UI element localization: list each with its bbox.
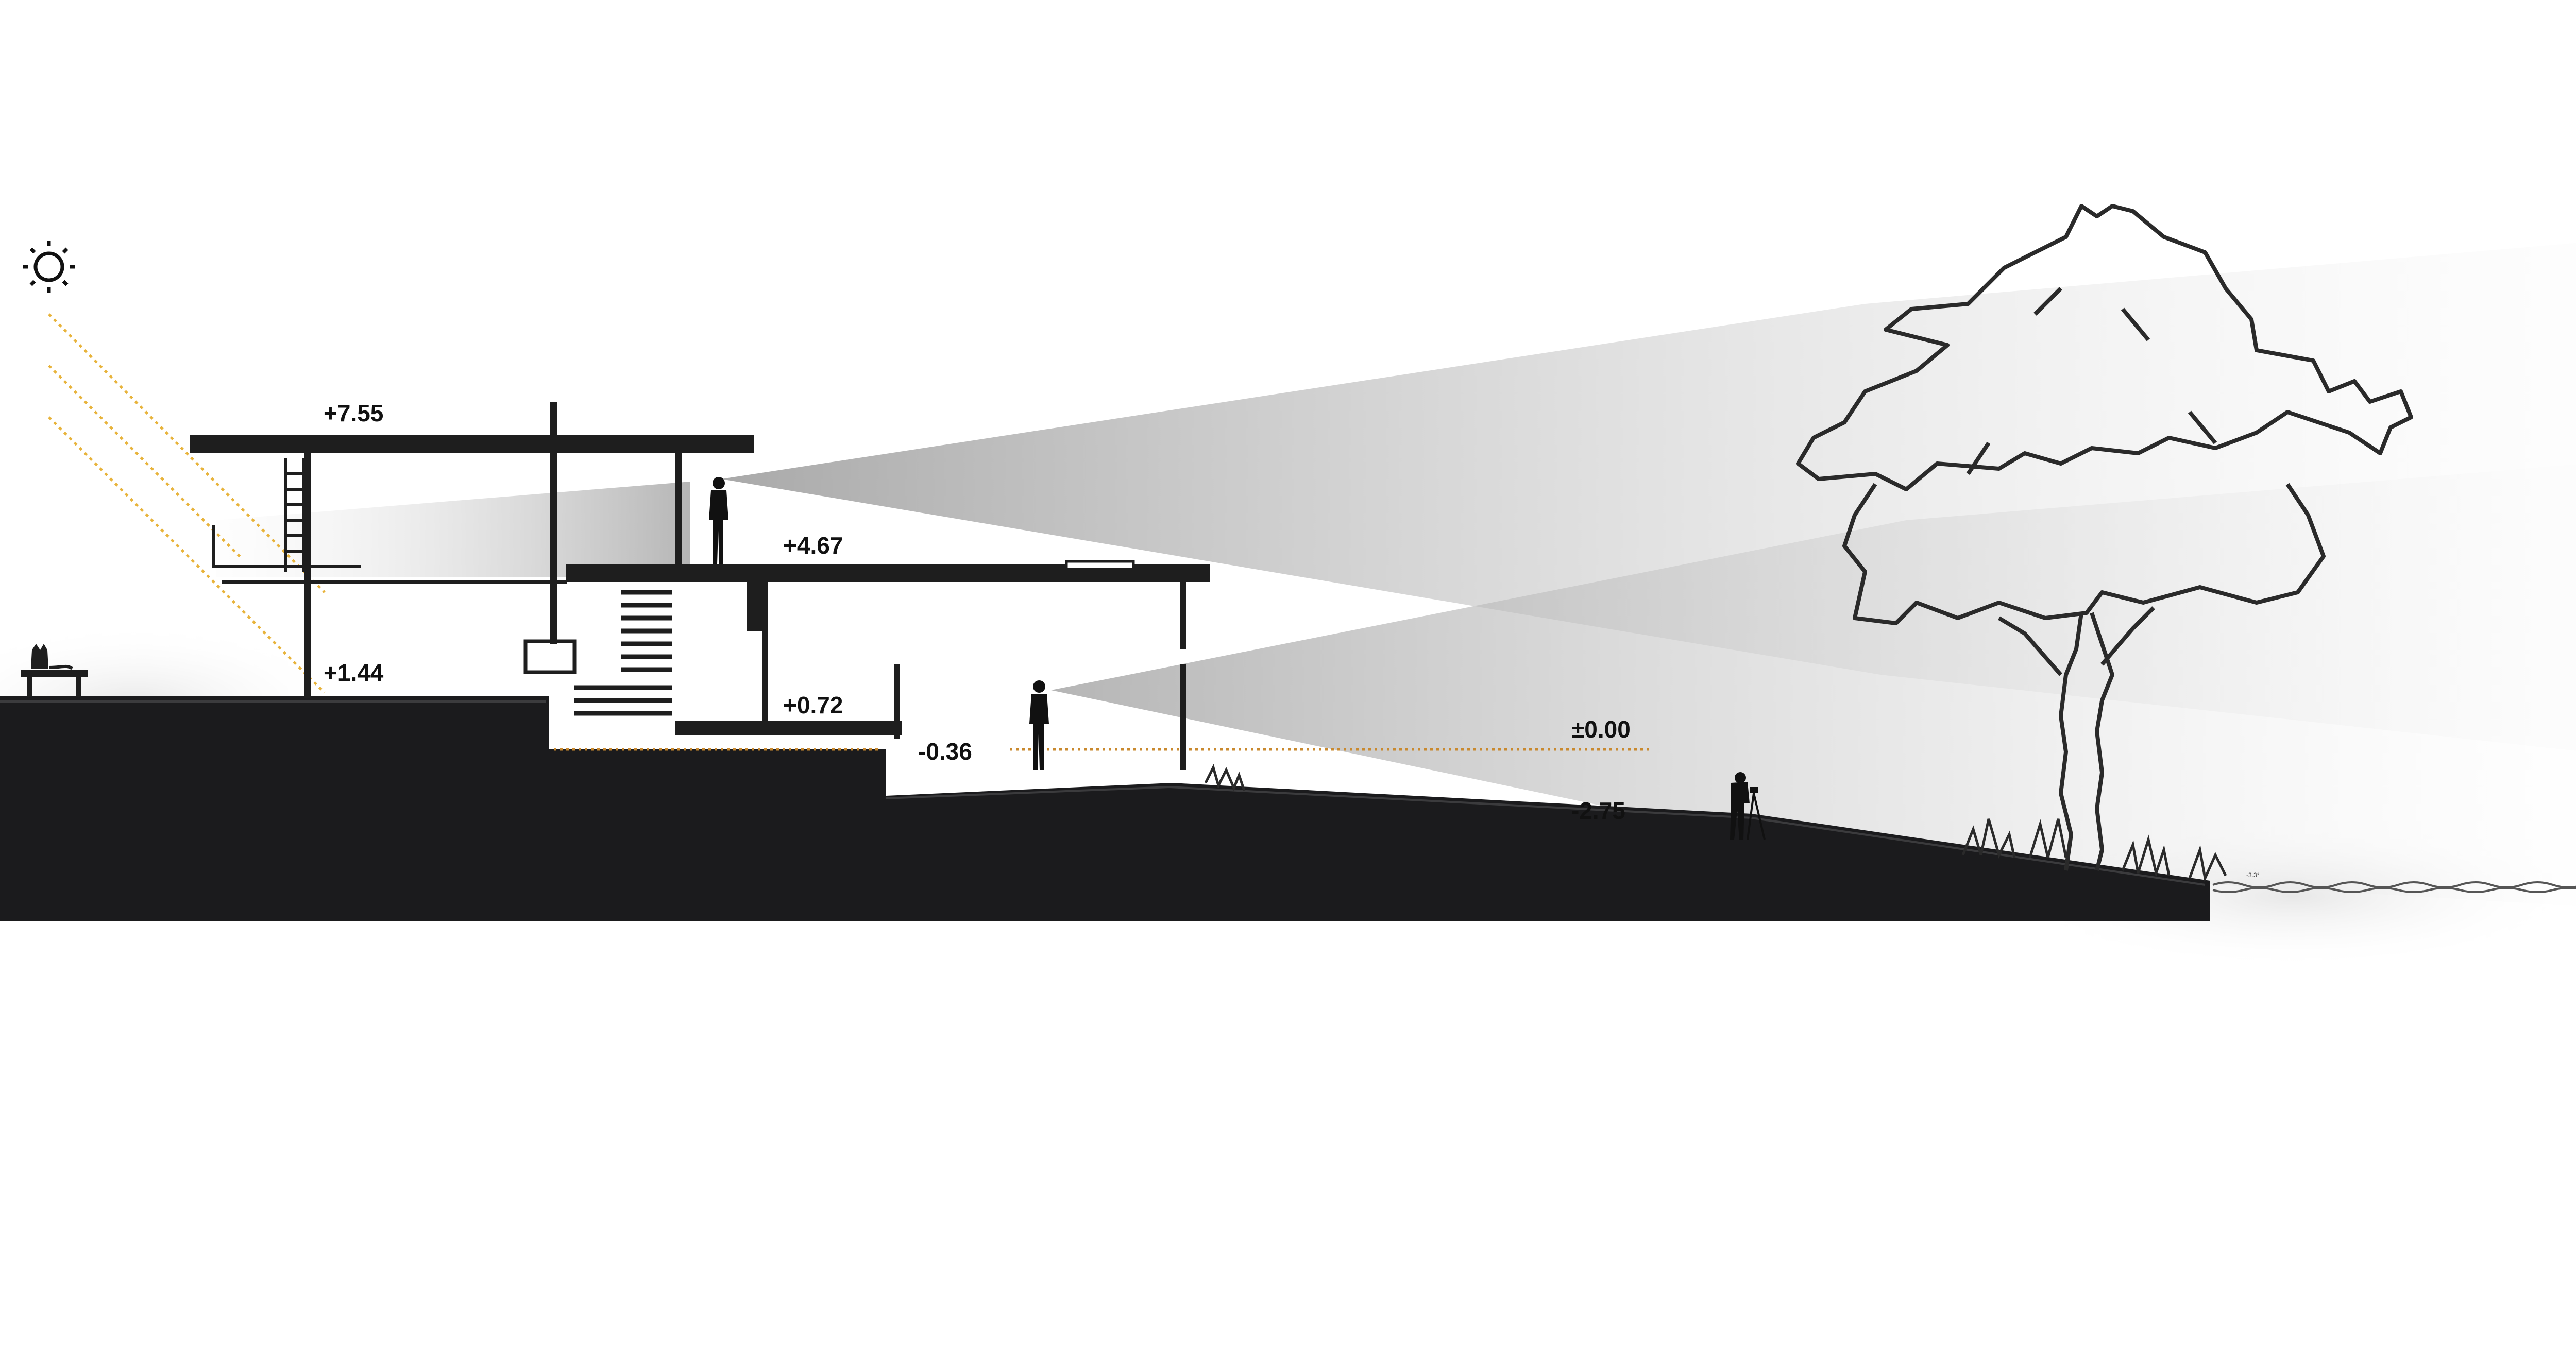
- ground-floor-slab: [675, 721, 902, 735]
- level-label-upper-floor: +4.67: [783, 532, 843, 559]
- level-label-datum: ±0.00: [1571, 716, 1631, 743]
- view-cone-lower: [1051, 464, 2576, 906]
- level-label-roof: +7.55: [324, 400, 383, 426]
- person-silhouette: [1029, 680, 1049, 770]
- level-label-terrace: +1.44: [324, 659, 384, 686]
- grass-tufts: [1204, 764, 2227, 883]
- sun-rays: [48, 313, 326, 694]
- water-waves: [2212, 881, 2576, 893]
- interior-wall: [212, 525, 567, 584]
- level-label-lower-floor: -0.36: [918, 738, 972, 765]
- sun-icon: [23, 241, 75, 293]
- level-label-water: -3.3*: [2246, 871, 2260, 879]
- level-label-ground-floor: +0.72: [783, 692, 843, 718]
- cat-on-bench: [21, 644, 88, 697]
- stair: [574, 577, 672, 716]
- view-cone-interior: [216, 482, 690, 577]
- cabinet: [523, 639, 577, 674]
- roof-slab: [190, 435, 754, 453]
- ground-sketch-lines: [0, 700, 2206, 886]
- ladder: [284, 458, 306, 572]
- ground-section: [0, 698, 2210, 921]
- tree-outline: [1796, 204, 2413, 871]
- window-frame-outline: [1065, 560, 1135, 578]
- person-silhouette: [709, 477, 728, 564]
- photographer-silhouette: [1730, 772, 1766, 840]
- level-label-slope: -2.75: [1571, 797, 1625, 824]
